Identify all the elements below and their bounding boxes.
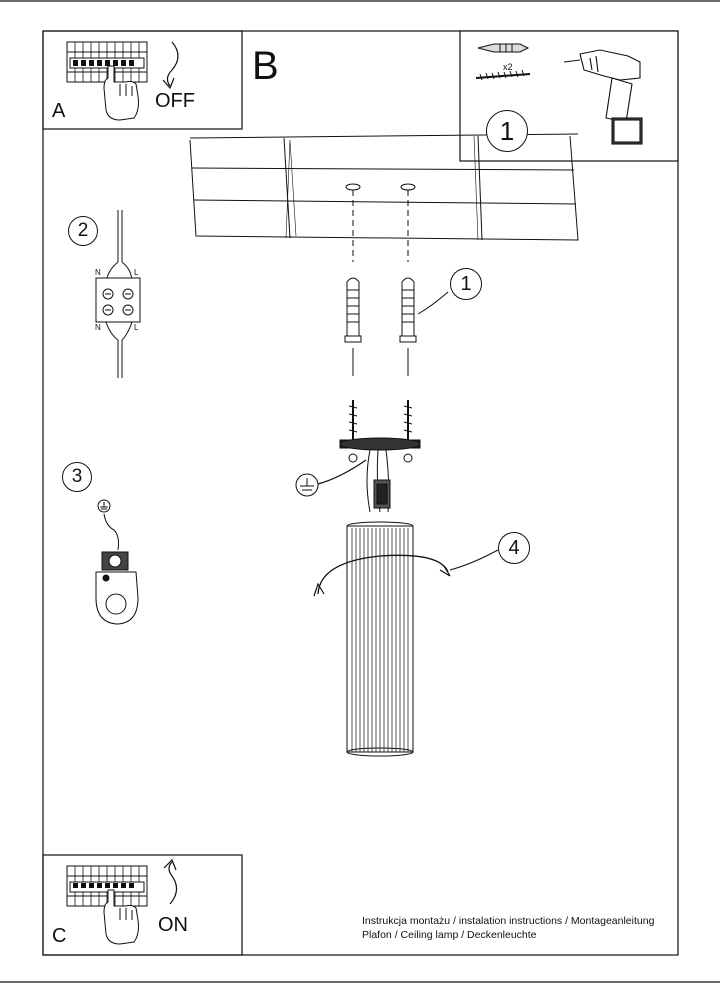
panel-a-off-label: OFF — [155, 90, 195, 112]
footer-line-2: Plafon / Ceiling lamp / Deckenleuchte — [362, 929, 537, 941]
anchor-count-label: x2 — [503, 62, 513, 72]
terminal-l-bottom: L — [134, 323, 139, 332]
drill-icon — [563, 49, 643, 145]
ceiling — [189, 133, 579, 262]
panel-b-letter: B — [252, 44, 279, 88]
wall-plugs — [344, 277, 449, 376]
step-4-badge: 4 — [498, 532, 530, 564]
step-2-badge: 2 — [68, 216, 98, 246]
main-frame — [42, 30, 679, 956]
step-1-badge: 1 — [450, 268, 482, 300]
breaker-panel-a — [66, 41, 179, 121]
breaker-panel-c — [66, 858, 178, 945]
footer-line-1: Instrukcja montażu / instalation instruc… — [362, 915, 655, 927]
panel-a-letter: A — [52, 100, 66, 122]
terminal-l-top: L — [134, 268, 139, 277]
wiring — [317, 449, 391, 513]
mounting-bracket — [339, 400, 421, 463]
lamp-body — [313, 521, 499, 757]
panel-c-on-label: ON — [158, 914, 188, 936]
ground-symbol — [295, 473, 319, 497]
step-3-badge: 3 — [62, 462, 92, 492]
panel-c-box — [42, 854, 243, 956]
anchor-screw-icon — [475, 43, 531, 81]
terminal-block — [95, 210, 141, 378]
panel-a-box — [42, 30, 243, 130]
terminal-n-top: N — [95, 268, 101, 277]
terminal-n-bottom: N — [95, 323, 101, 332]
ground-clip — [95, 499, 139, 625]
tools-step-badge: 1 — [486, 110, 528, 152]
panel-c-letter: C — [52, 925, 67, 947]
